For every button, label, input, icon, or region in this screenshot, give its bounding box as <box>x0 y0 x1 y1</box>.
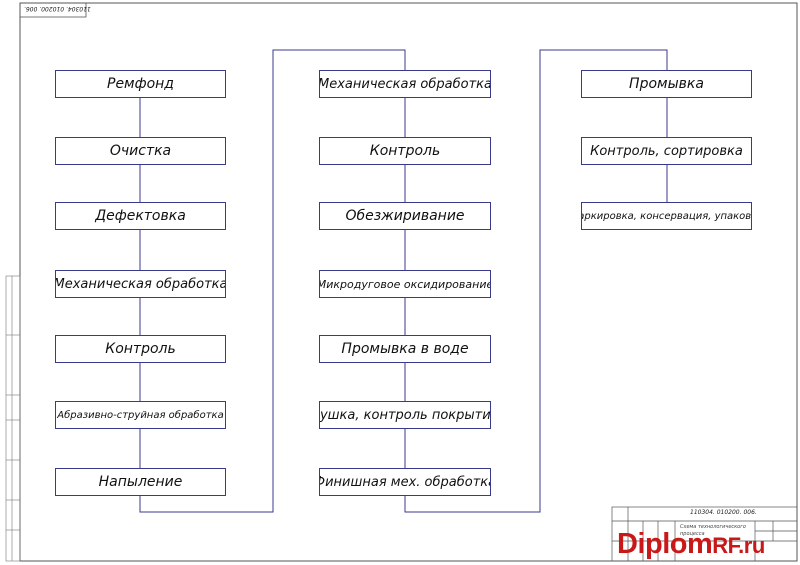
connector-lines <box>139 49 668 513</box>
step-marking-packing: Маркировка, консервация, упаковка <box>581 202 752 230</box>
step-finish-machining: Финишная мех. обработка <box>319 468 491 496</box>
doc-number-top: 110304. 010200. 006. <box>24 5 91 12</box>
step-washing: Промывка <box>581 70 752 98</box>
step-inspection-1: Контроль <box>55 335 226 363</box>
side-stamp <box>5 275 21 562</box>
step-degreasing: Обезжиривание <box>319 202 491 230</box>
step-abrasive-blasting: Абразивно-струйная обработка <box>55 401 226 429</box>
top-doc-box <box>19 2 87 18</box>
step-machining-2: Механическая обработка <box>319 70 491 98</box>
step-remfond: Ремфонд <box>55 70 226 98</box>
step-machining-1: Механическая обработка <box>55 270 226 298</box>
title-block <box>611 506 798 562</box>
watermark-logo: DiplomRF.ru <box>617 528 765 560</box>
step-defect-detection: Дефектовка <box>55 202 226 230</box>
step-micro-arc-oxidation: Микродуговое оксидирование <box>319 270 491 298</box>
step-water-rinse: Промывка в воде <box>319 335 491 363</box>
step-inspection-2: Контроль <box>319 137 491 165</box>
step-drying-coating-check: Сушка, контроль покрытий <box>319 401 491 429</box>
stamp-title: Схема технологического процесса <box>680 524 746 537</box>
doc-number-stamp: 110304. 010200. 006. <box>690 509 757 516</box>
step-spraying: Напыление <box>55 468 226 496</box>
step-cleaning: Очистка <box>55 137 226 165</box>
step-inspection-sorting: Контроль, сортировка <box>581 137 752 165</box>
